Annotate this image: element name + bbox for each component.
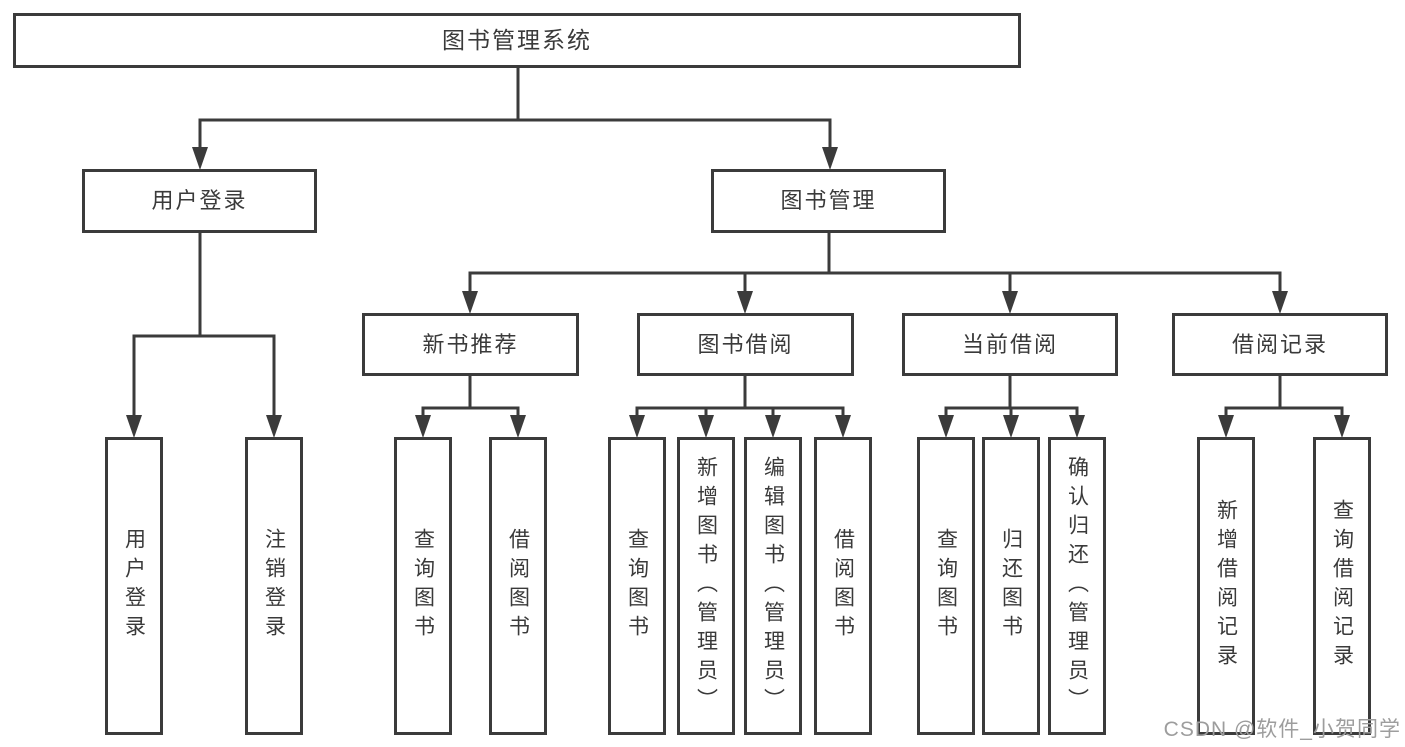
node-label: 确认归还（管理员） [1065,455,1089,717]
node-label: 编辑图书（管理员） [761,455,785,717]
node-label: 查询图书 [625,528,649,644]
leaf-borrow-books: 借阅图书 [814,437,872,735]
csdn-watermark: CSDN @软件_小贺同学 [1163,718,1401,741]
leaf-return-books: 归还图书 [982,437,1040,735]
node-borrowing-records: 借阅记录 [1172,313,1388,376]
node-label: 查询图书 [934,528,958,644]
leaf-logout: 注销登录 [245,437,303,735]
node-label: 图书管理系统 [442,27,592,53]
leaf-borrow-books-recommend: 借阅图书 [489,437,547,735]
node-label: 当前借阅 [961,331,1058,357]
node-book-borrowing: 图书借阅 [637,313,854,376]
node-user-login: 用户登录 [82,169,317,233]
node-label: 新增借阅记录 [1214,499,1238,673]
node-label: 用户登录 [151,188,248,213]
leaf-user-login: 用户登录 [105,437,163,735]
node-current-borrowing: 当前借阅 [902,313,1118,376]
node-label: 借阅图书 [831,528,855,644]
node-label: 图书管理 [780,188,877,213]
arrowheads [126,147,1350,438]
leaf-query-books-recommend: 查询图书 [394,437,452,735]
node-label: 注销登录 [262,528,286,644]
leaf-add-books-admin: 新增图书（管理员） [677,437,735,735]
leaf-query-books-current: 查询图书 [917,437,975,735]
node-label: 归还图书 [999,528,1023,644]
leaf-confirm-return-admin: 确认归还（管理员） [1048,437,1106,735]
leaf-add-borrow-record: 新增借阅记录 [1197,437,1255,735]
node-label: 查询图书 [411,528,435,644]
node-label: 借阅记录 [1231,331,1328,357]
node-book-management: 图书管理 [711,169,946,233]
leaf-query-borrow-record: 查询借阅记录 [1313,437,1371,735]
node-label: 新增图书（管理员） [694,455,718,717]
leaf-edit-books-admin: 编辑图书（管理员） [744,437,802,735]
node-new-book-recommendation: 新书推荐 [362,313,579,376]
node-label: 新书推荐 [422,331,519,357]
leaf-query-books-borrowing: 查询图书 [608,437,666,735]
node-label: 借阅图书 [506,528,530,644]
node-label: 用户登录 [122,528,146,644]
node-label: 图书借阅 [697,331,794,357]
node-book-management-system: 图书管理系统 [13,13,1021,68]
node-label: 查询借阅记录 [1330,499,1354,673]
